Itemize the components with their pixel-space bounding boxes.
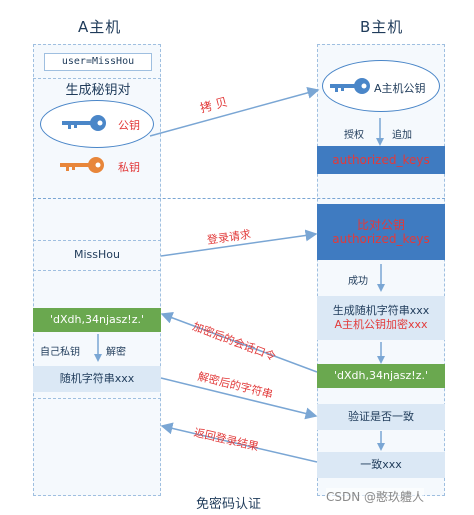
user-label: user=MissHou (44, 53, 152, 71)
gen-random-box: 生成随机字符串xxx A主机公钥加密xxx (317, 296, 445, 340)
caption: 免密码认证 (196, 497, 262, 512)
authorized-keys-label-2: authorized_keys (332, 232, 430, 246)
b-arrow-1 (376, 118, 384, 146)
consistent-box: 一致xxx (317, 452, 445, 478)
a-line-2 (33, 240, 161, 241)
b-arrow-3 (377, 342, 385, 364)
public-key-label: 公钥 (118, 119, 140, 132)
a-pubkey-label: A主机公钥 (374, 82, 426, 95)
gen-keypair-label: 生成秘钥对 (65, 83, 131, 98)
verify-box: 验证是否一致 (317, 404, 445, 430)
a-line-4 (33, 398, 161, 399)
host-a-title: A主机 (78, 18, 122, 36)
misshou-label: MissHou (74, 248, 120, 261)
login-arrow (160, 229, 318, 257)
encrypted-string-b: 'dXdh,34njasz!z.' (317, 364, 445, 388)
decrypt-label: 解密 (106, 347, 126, 358)
a-down-arrow (94, 334, 102, 362)
encrypted-string-a: 'dXdh,34njasz!z.' (33, 308, 161, 332)
authorized-keys-box: authorized_keys (317, 146, 445, 174)
copy-arrow (149, 86, 320, 137)
b-public-key-icon (330, 78, 370, 94)
a-line-1 (33, 78, 161, 79)
b-arrow-4 (377, 431, 385, 451)
gen-random-line1: 生成随机字符串xxx (332, 304, 430, 317)
section-separator (33, 198, 445, 199)
return-arrow (160, 422, 318, 463)
success-label: 成功 (348, 276, 368, 287)
watermark: CSDN @憨玖軆人 (326, 488, 425, 505)
append-label: 追加 (392, 130, 412, 141)
host-b-title: B主机 (360, 18, 404, 36)
b-arrow-2 (377, 264, 385, 292)
own-privkey-label: 自己私钥 (40, 347, 80, 358)
gen-random-line2: A主机公钥加密xxx (334, 318, 428, 331)
decrypted-arrow (160, 377, 318, 420)
random-string-a: 随机字符串xxx (33, 366, 161, 392)
a-line-3 (33, 270, 161, 271)
private-key-label: 私钥 (118, 161, 140, 174)
compare-pubkey-box: 比对公钥 authorized_keys (317, 204, 445, 260)
compare-pubkey-label: 比对公钥 (356, 218, 405, 232)
encrypted-arrow (160, 312, 318, 373)
public-key-icon (62, 115, 106, 131)
authorize-label: 授权 (344, 130, 364, 141)
private-key-icon (60, 157, 104, 173)
